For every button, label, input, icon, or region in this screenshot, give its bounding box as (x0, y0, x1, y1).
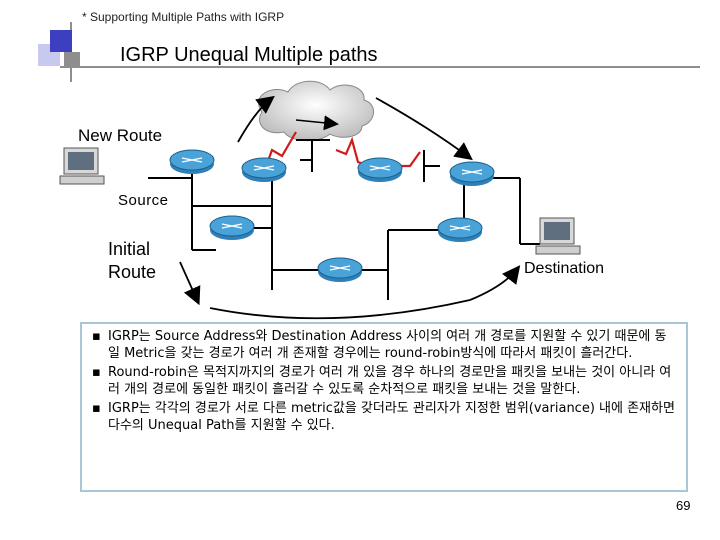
bullet-item: ▪ IGRP는 각각의 경로가 서로 다른 metric값을 갖더라도 관리자가… (88, 400, 676, 434)
page-number: 69 (676, 498, 691, 513)
computer-icon (535, 217, 581, 255)
arrow-icon (237, 95, 275, 143)
header-decoration (50, 30, 72, 52)
bullet-mark: ▪ (92, 365, 101, 380)
bullet-mark: ▪ (92, 329, 101, 344)
source-label: Source (118, 192, 169, 209)
router-icon (317, 257, 363, 282)
computer-icon (59, 147, 105, 185)
router-icon (437, 217, 483, 242)
bullet-mark: ▪ (92, 401, 101, 416)
header-note: * Supporting Multiple Paths with IGRP (82, 10, 285, 24)
bullet-item: ▪ IGRP는 Source Address와 Destination Addr… (88, 328, 676, 362)
header-decoration (64, 52, 80, 68)
initial-route-label-line2: Route (108, 262, 157, 282)
bullet-text: IGRP는 각각의 경로가 서로 다른 metric값을 갖더라도 관리자가 지… (108, 401, 675, 433)
arrow-icon (209, 299, 471, 320)
bullet-item: ▪ Round-robin은 목적지까지의 경로가 여러 개 있을 경우 하나의… (88, 364, 676, 398)
arrow-icon (179, 261, 201, 306)
initial-route-label-line1: Initial (108, 239, 151, 259)
route-arrows (179, 95, 521, 320)
header-divider (60, 66, 700, 68)
page-title: IGRP Unequal Multiple paths (120, 44, 378, 66)
bullet-text: IGRP는 Source Address와 Destination Addres… (108, 329, 667, 361)
new-route-label: New Route (78, 126, 163, 145)
router-icon (241, 157, 287, 182)
initial-route-label: Initial Route (108, 238, 156, 284)
router-icon (357, 157, 403, 182)
cloud-icon (258, 80, 374, 141)
destination-label: Destination (524, 260, 605, 277)
router-icon (169, 149, 215, 174)
router-icon (209, 215, 255, 240)
router-icon (449, 161, 495, 186)
arrow-icon (375, 97, 473, 161)
arrow-icon (469, 265, 521, 301)
description-box: ▪ IGRP는 Source Address와 Destination Addr… (80, 322, 688, 492)
bullet-text: Round-robin은 목적지까지의 경로가 여러 개 있을 경우 하나의 경… (108, 365, 672, 397)
